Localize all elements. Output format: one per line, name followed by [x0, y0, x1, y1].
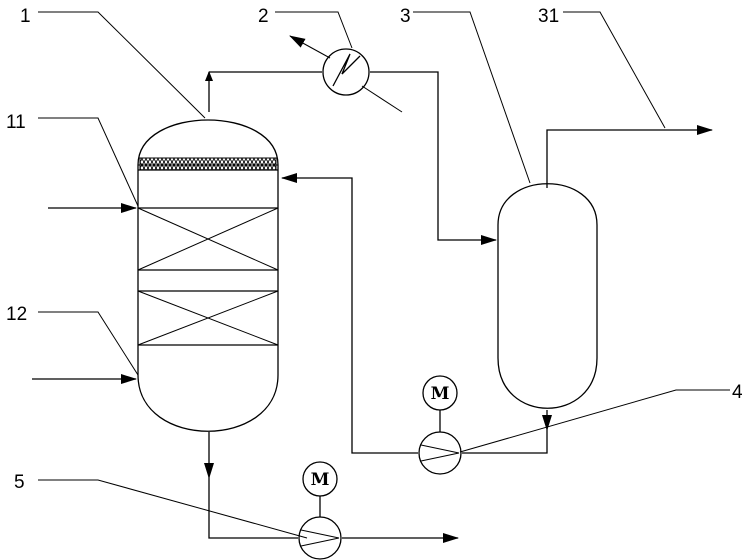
- packing-bed-lower: [137, 290, 279, 346]
- label-separator: 3: [400, 6, 411, 27]
- label-pump-bottom: 5: [14, 472, 25, 493]
- label-reactor: 1: [20, 6, 31, 27]
- leader-lines: [38, 11, 730, 539]
- separator-vessel: [497, 183, 598, 409]
- overhead-vapor-line: [205, 71, 497, 245]
- reactor-column: [137, 119, 279, 432]
- motor-recycle: [422, 375, 458, 411]
- packing-bed-upper: [137, 207, 279, 271]
- bottom-pump: M: [298, 461, 342, 560]
- label-feed-upper: 11: [6, 112, 26, 133]
- recycle-line: [281, 173, 552, 454]
- bottom-product-line: [204, 432, 459, 543]
- label-separator-outlet: 31: [538, 6, 559, 27]
- label-pump-recycle: 4: [732, 382, 743, 403]
- mesh-demister: [139, 157, 277, 171]
- motor-symbol: M: [431, 384, 450, 404]
- label-heat-exchanger: 2: [258, 6, 269, 27]
- motor-symbol: M: [311, 470, 330, 490]
- recycle-pump: M: [418, 375, 462, 475]
- separator-overhead-line: [546, 125, 713, 188]
- label-feed-lower: 12: [6, 304, 27, 325]
- motor-bottom: [302, 461, 338, 497]
- heat-exchanger: [289, 35, 403, 113]
